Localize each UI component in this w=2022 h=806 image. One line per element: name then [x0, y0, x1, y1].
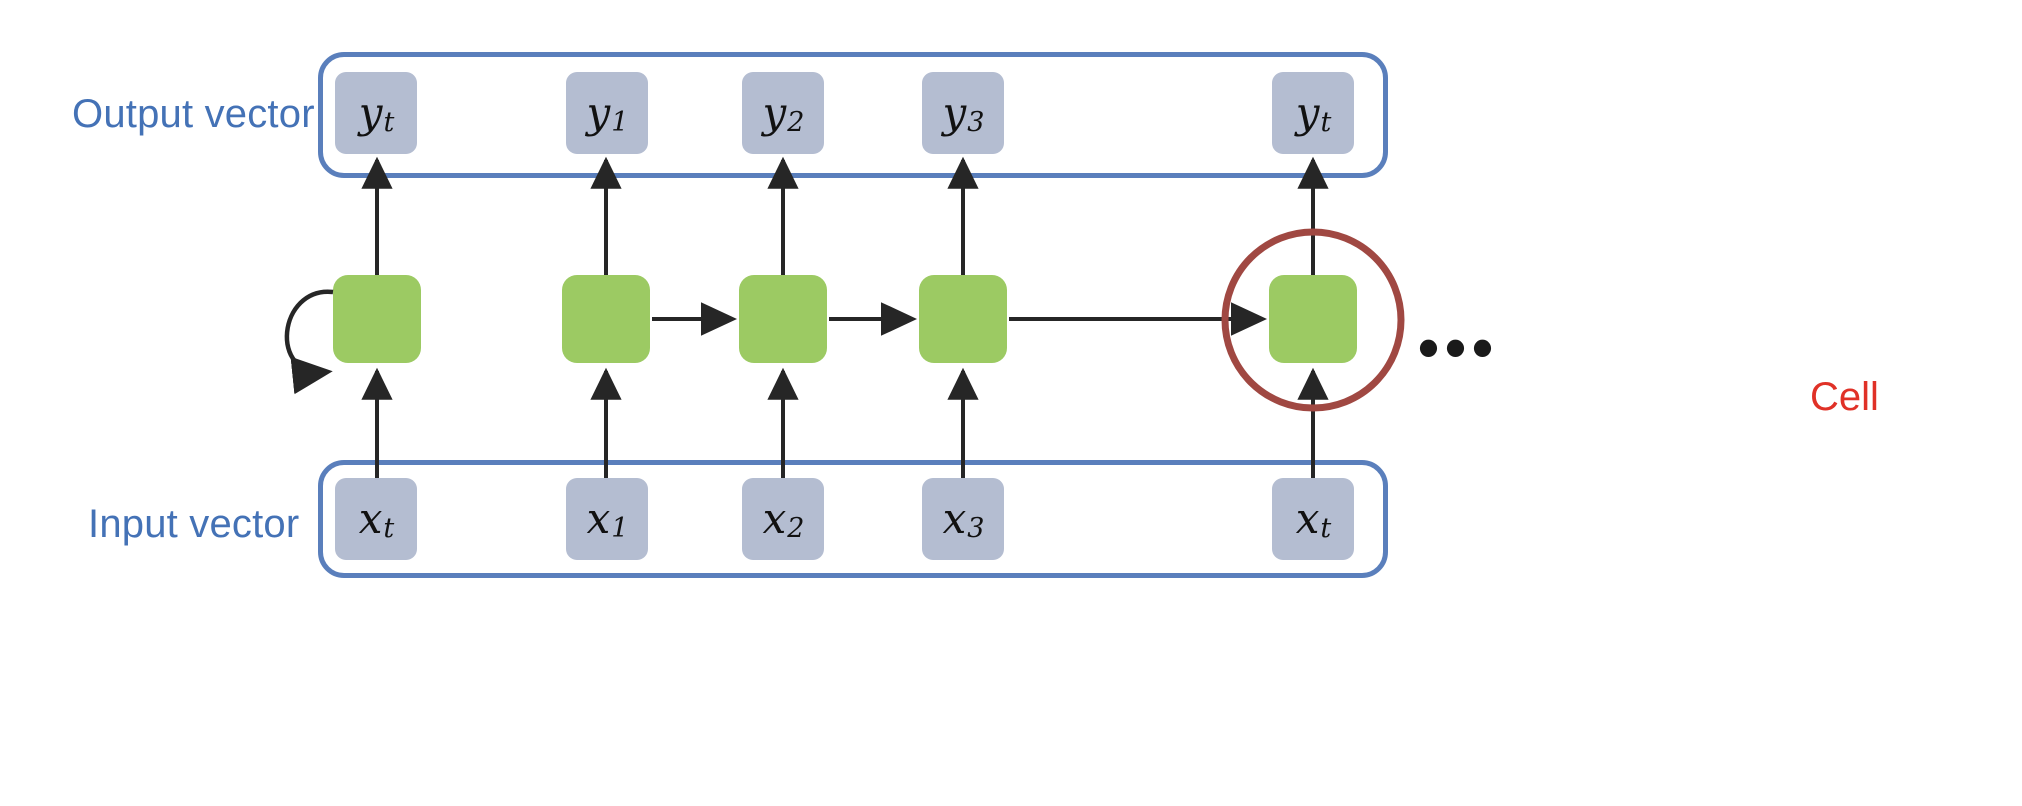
output-vector-label: Output vector: [72, 92, 315, 136]
recurrent-self-loop: [284, 289, 334, 395]
output-box-3-sub: 3: [967, 106, 985, 138]
output-box-1-base: y: [586, 88, 611, 137]
input-box-0-sub: t: [383, 512, 395, 544]
output-box-4-base: y: [1295, 88, 1320, 137]
input-box-4-sub: t: [1320, 512, 1332, 544]
input-box-1-sub: 1: [611, 512, 629, 544]
output-box-0-base: y: [358, 88, 383, 137]
input-box-3-base: x: [942, 494, 967, 543]
input-box-0-base: x: [358, 494, 383, 543]
input-box-3-sub: 3: [967, 512, 985, 544]
output-box-1-sub: 1: [611, 106, 629, 138]
rnn-cell-1: [562, 275, 650, 363]
input-vector-group: [318, 460, 1388, 578]
cell-annotation-label: Cell: [1810, 375, 1879, 419]
input-box-1-base: x: [586, 494, 611, 543]
rnn-cell-folded: [333, 275, 421, 363]
output-box-2-sub: 2: [787, 106, 805, 138]
input-vector-label: Input vector: [88, 502, 300, 546]
rnn-cell-2: [739, 275, 827, 363]
rnn-cell-3: [919, 275, 1007, 363]
input-box-2-sub: 2: [787, 512, 805, 544]
output-vector-group: [318, 52, 1388, 178]
input-box-2-base: x: [762, 494, 787, 543]
output-box-3-base: y: [942, 88, 967, 137]
output-box-4-sub: t: [1320, 106, 1332, 138]
output-box-0-sub: t: [383, 106, 395, 138]
input-box-4-base: x: [1295, 494, 1320, 543]
ellipsis-dots: •••: [1418, 314, 1500, 381]
rnn-cell-t: [1269, 275, 1357, 363]
output-box-2-base: y: [762, 88, 787, 137]
